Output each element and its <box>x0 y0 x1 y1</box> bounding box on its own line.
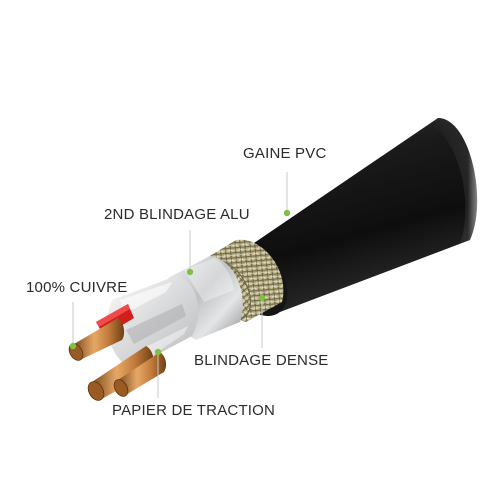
traction-paper-bundle <box>107 276 199 368</box>
label-gaine-pvc: GAINE PVC <box>243 145 327 162</box>
label-papier-de-traction: PAPIER DE TRACTION <box>112 402 276 419</box>
copper-conductors <box>68 318 167 401</box>
label-2nd-blindage-alu: 2ND BLINDAGE ALU <box>104 206 250 223</box>
callout-dots <box>69 209 291 356</box>
callout-lines <box>72 172 288 398</box>
callout-dot-foil <box>186 268 194 276</box>
callout-dot-paper <box>154 348 162 356</box>
label-100-cuivre: 100% CUIVRE <box>26 279 128 296</box>
callout-dot-braid <box>258 294 266 302</box>
callout-dot-copper <box>69 342 77 350</box>
callout-dot-jacket <box>283 209 291 217</box>
label-blindage-dense: BLINDAGE DENSE <box>194 352 329 369</box>
